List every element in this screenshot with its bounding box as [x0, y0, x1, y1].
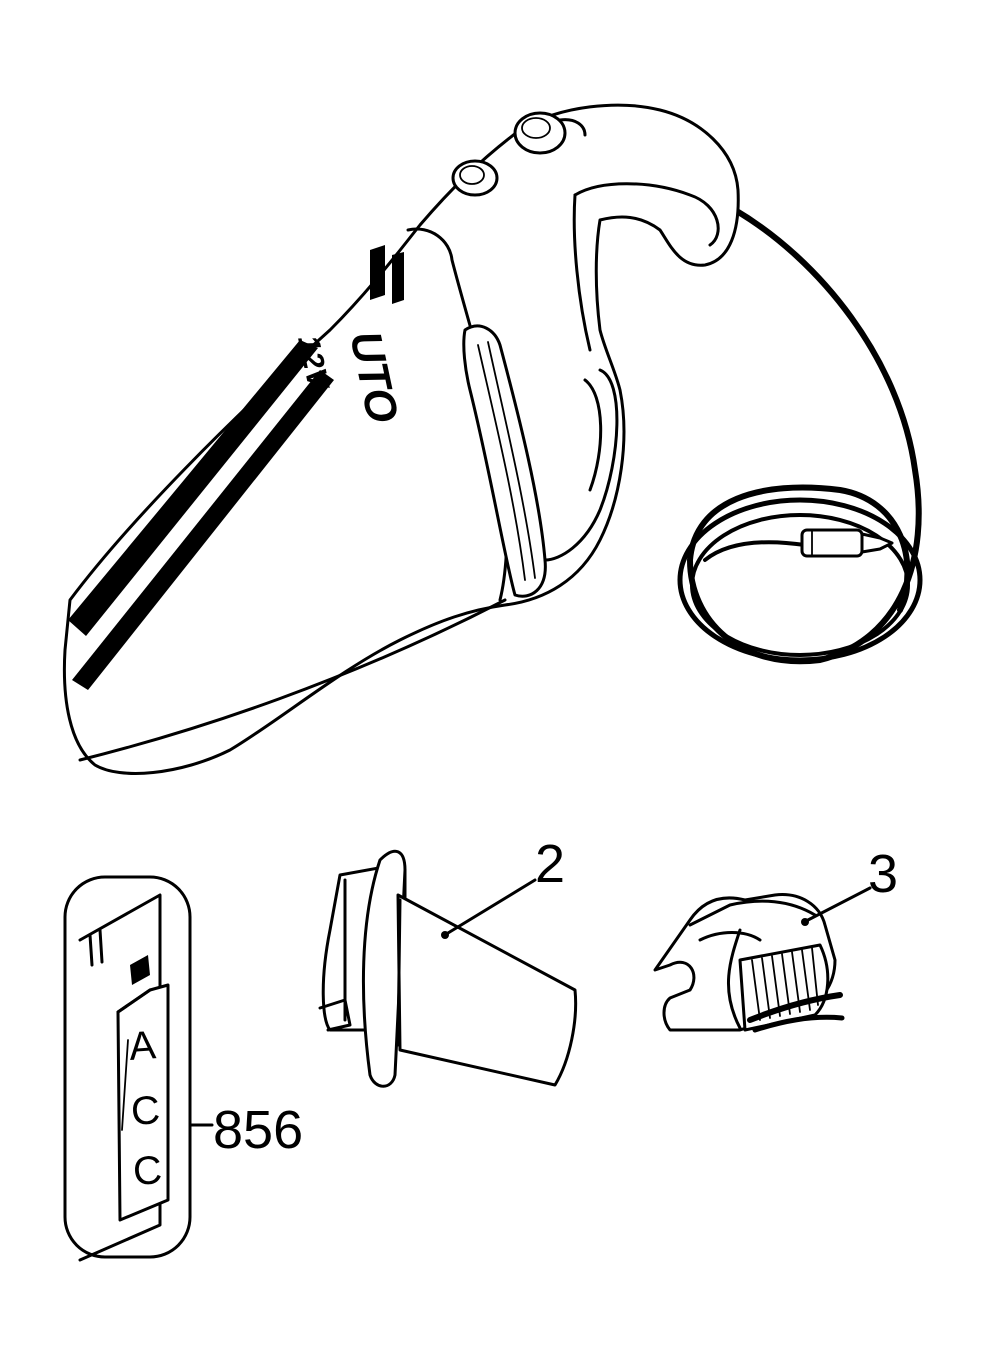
power-button: [451, 159, 499, 197]
label-letter-1: A: [128, 1023, 158, 1069]
callout-3: 3: [868, 844, 898, 904]
label-letter-3: C: [132, 1148, 164, 1194]
power-cord: [677, 207, 923, 665]
brush-bristles: [747, 947, 845, 1033]
car-plug: [800, 528, 894, 558]
label-letter-2: C: [130, 1088, 162, 1134]
callout-2: 2: [535, 834, 565, 894]
body-stripes: [68, 245, 404, 690]
handheld-vacuum: UTO 12V: [62, 103, 923, 775]
label-part-856: A C C 856: [63, 875, 303, 1262]
crevice-tool: 2: [318, 834, 578, 1088]
release-button: [513, 111, 587, 155]
callout-856: 856: [213, 1100, 303, 1160]
brush-nozzle: 3: [653, 844, 898, 1033]
vacuum-body: [62, 103, 740, 775]
